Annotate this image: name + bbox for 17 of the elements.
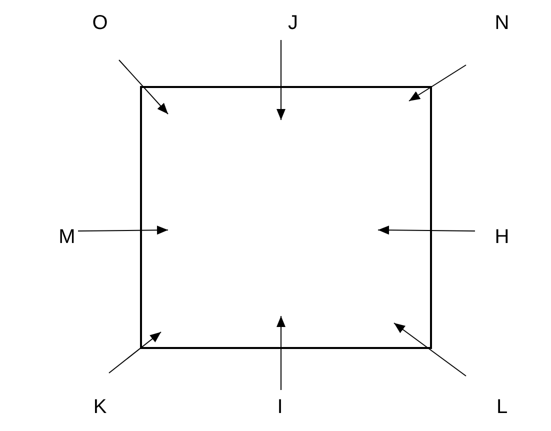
arrow [408, 64, 466, 102]
arrow-label: L [496, 397, 508, 417]
arrow [378, 226, 476, 235]
arrow [394, 322, 466, 376]
arrow-label: I [277, 397, 283, 417]
arrow-label: J [288, 13, 298, 33]
arrow [108, 332, 162, 374]
arrow [78, 226, 168, 235]
square-outline [140, 86, 432, 349]
arrow-label: N [494, 13, 510, 33]
arrow [276, 40, 286, 120]
arrow-label: K [93, 397, 107, 417]
arrow-label: M [58, 227, 76, 247]
arrow-label: H [494, 227, 510, 247]
arrow [276, 316, 286, 390]
arrow [118, 60, 168, 114]
arrow-label: O [92, 13, 108, 33]
